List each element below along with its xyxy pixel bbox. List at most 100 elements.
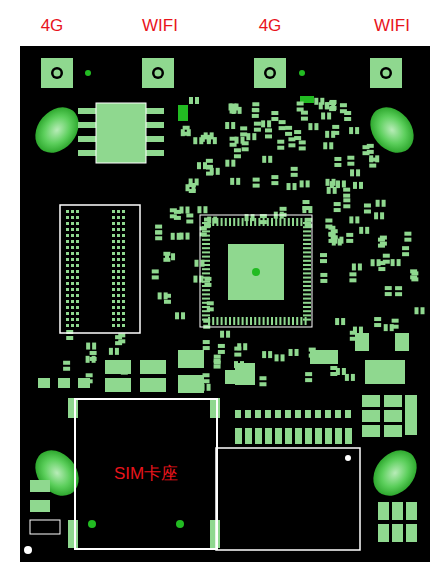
qfp-pin (216, 317, 218, 325)
qfp-pin (246, 317, 248, 325)
smd-pad (171, 253, 175, 260)
connector-pin (66, 216, 69, 219)
chip-lead (235, 428, 242, 444)
smd-pad (390, 324, 394, 331)
smd-pad (275, 354, 279, 361)
smd-pad (325, 102, 329, 109)
lead (146, 122, 164, 128)
pin1-mark (345, 455, 351, 461)
qfp-pin (296, 317, 298, 325)
connector-pin (66, 276, 69, 279)
smd-pad (288, 143, 295, 147)
smd-pad (241, 137, 245, 144)
smd-pad (402, 246, 409, 250)
smd-pad (230, 137, 237, 141)
smd-pad (200, 232, 207, 236)
connector-pin (112, 222, 115, 225)
smd-pad (320, 279, 327, 283)
connector-pin (66, 288, 69, 291)
qfp-pin (303, 306, 311, 308)
smd-pad (252, 108, 259, 112)
connector-pin (76, 246, 79, 249)
smd-pad (325, 131, 329, 138)
qfp-pin (303, 268, 311, 270)
smd-pad (203, 319, 210, 323)
smd-pad (226, 331, 230, 338)
diode-pad (78, 378, 90, 388)
smd-pad (92, 343, 96, 350)
smd-pad (214, 355, 221, 359)
qfp-pin (212, 317, 214, 325)
smd-pad (242, 147, 249, 151)
smd-pad (326, 179, 330, 186)
smd-pad (344, 111, 351, 115)
smd-pad (334, 202, 341, 206)
smd-pad (343, 204, 350, 208)
pad (30, 520, 60, 534)
smd-pad (285, 126, 292, 130)
qfp-pin (303, 235, 311, 237)
smd-pad (325, 102, 329, 109)
smd-pad (174, 216, 181, 220)
smd-pad (299, 140, 306, 144)
qfp-pin (202, 239, 210, 241)
smd-pad (355, 216, 359, 223)
smd-pad (195, 97, 199, 104)
smd-pad (305, 372, 312, 376)
pad (335, 410, 341, 418)
smd-pad (271, 175, 278, 179)
smd-pad (262, 351, 266, 358)
connector-pin (117, 270, 120, 273)
qfp-pin (275, 317, 277, 325)
via (85, 70, 91, 76)
smd-pad (346, 239, 353, 243)
connector-pin (112, 216, 115, 219)
smd-pad (359, 227, 363, 234)
smd-pad (415, 307, 419, 314)
smd-pad (334, 163, 341, 167)
pad (310, 350, 338, 364)
antenna-label: WIFI (142, 16, 178, 36)
pad (315, 410, 321, 418)
connector-pin (117, 294, 120, 297)
smd-pad (243, 343, 247, 350)
smd-pad (280, 207, 287, 211)
smd-pad (271, 117, 278, 121)
connector-pin (122, 264, 125, 267)
smd-pad (376, 200, 380, 207)
smd-pad (207, 384, 211, 391)
smd-pad (155, 225, 162, 229)
connector-pin (66, 228, 69, 231)
qfp-pin (303, 243, 311, 245)
smd-pad (320, 259, 327, 263)
connector-pin (66, 240, 69, 243)
smd-pad (384, 324, 388, 331)
smd-pad (291, 167, 298, 171)
pad (384, 410, 402, 422)
smd-pad (186, 219, 193, 223)
qfp-pin (254, 317, 256, 325)
connector-pin (71, 246, 74, 249)
connector-pin (76, 288, 79, 291)
smd-pad (218, 350, 225, 354)
connector-pin (117, 312, 120, 315)
smd-pad (152, 269, 159, 273)
smd-pad (332, 131, 339, 135)
connector-pin (117, 234, 120, 237)
smd-pad (346, 233, 353, 237)
smd-pad (220, 331, 224, 338)
qfp-pin (303, 298, 311, 300)
smd-pad (259, 382, 266, 386)
smd-pad (293, 183, 297, 190)
chip-lead (295, 428, 302, 444)
connector-pin (76, 282, 79, 285)
smd-pad (367, 144, 374, 148)
smd-pad (66, 336, 73, 340)
smd-pad (305, 378, 312, 382)
connector-pin (71, 258, 74, 261)
connector-pin (117, 288, 120, 291)
connector-pin (112, 210, 115, 213)
qfp-pin (303, 264, 311, 266)
qfp-pin (284, 317, 286, 325)
smd-pad (277, 140, 284, 144)
